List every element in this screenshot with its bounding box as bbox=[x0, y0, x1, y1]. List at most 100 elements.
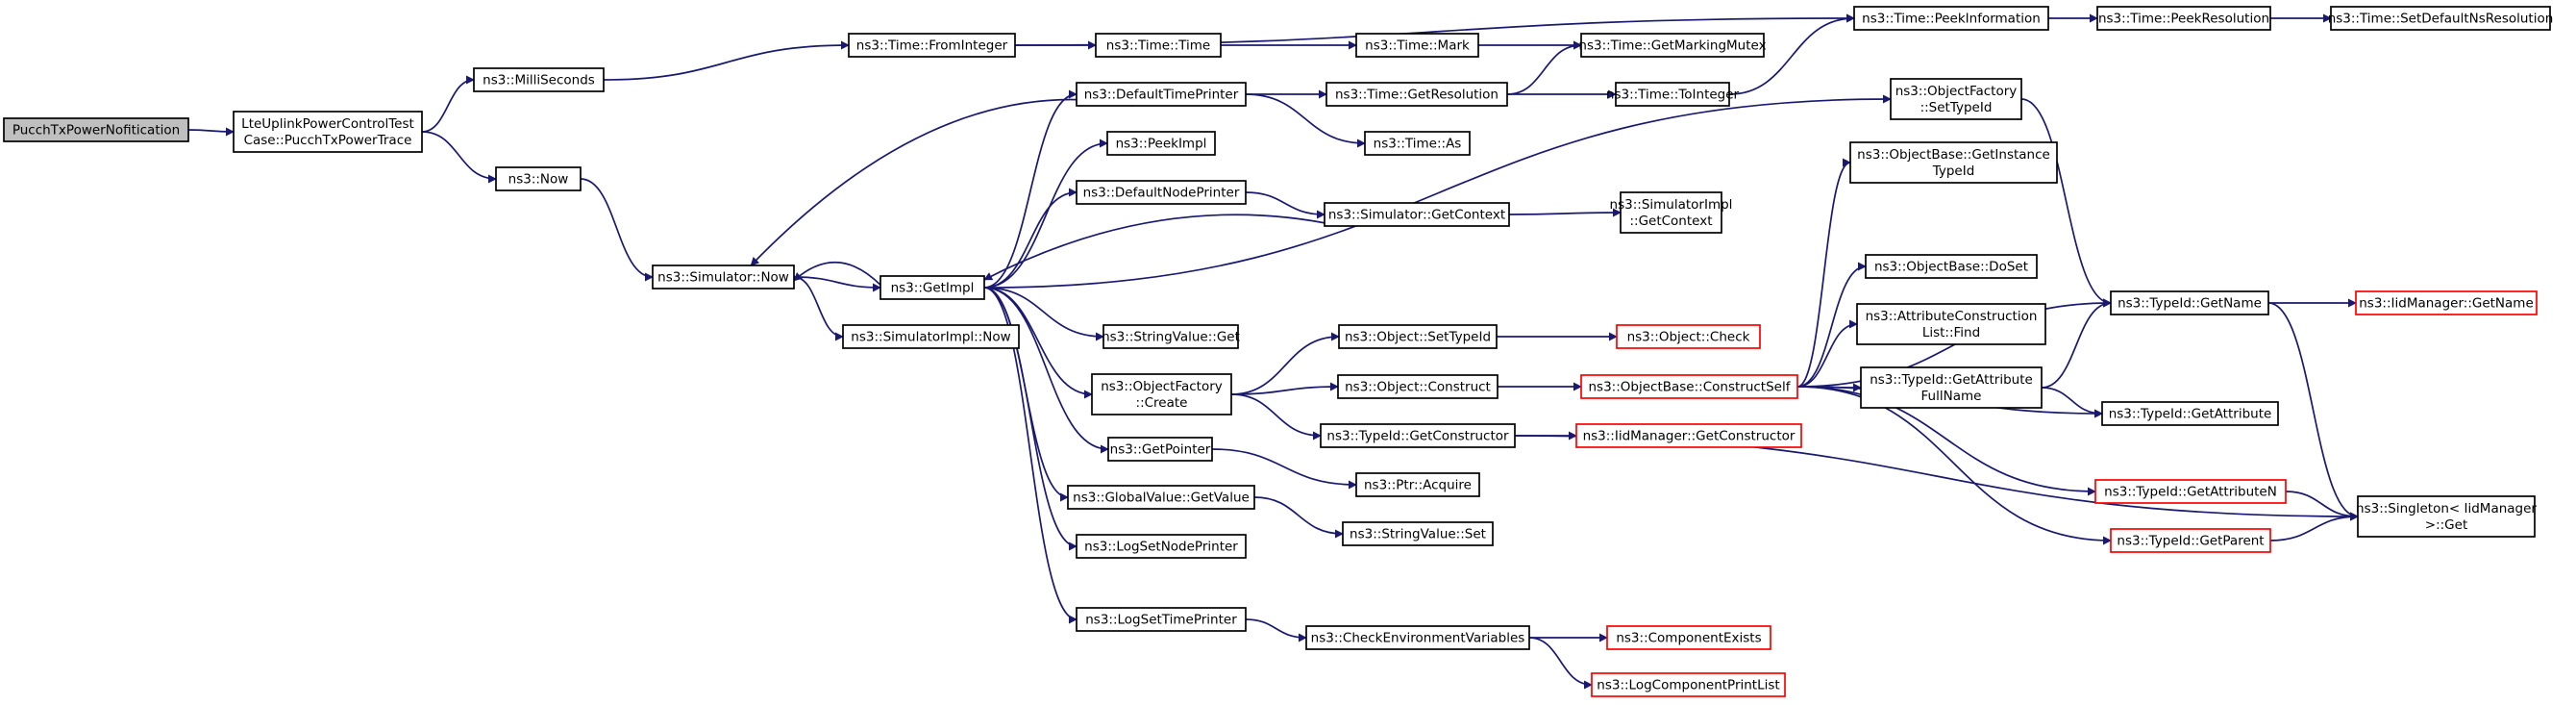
node-box[interactable] bbox=[1615, 82, 1730, 107]
node-box[interactable] bbox=[1320, 423, 1516, 448]
node-ns3-time-tointeger[interactable]: ns3::Time::ToInteger bbox=[1606, 82, 1740, 107]
node-ns3-typeid-getparent[interactable]: ns3::TypeId::GetParent bbox=[2110, 528, 2271, 553]
node-box[interactable] bbox=[1305, 625, 1530, 650]
node-box[interactable] bbox=[1616, 324, 1761, 349]
node-ns3-iidmanager-getconstructor[interactable]: ns3::IidManager::GetConstructor bbox=[1575, 423, 1802, 448]
node-ns3-now[interactable]: ns3::Now bbox=[495, 166, 582, 191]
node-ns3-globalvalue-getvalue[interactable]: ns3::GlobalValue::GetValue bbox=[1067, 485, 1255, 510]
node-box[interactable] bbox=[1067, 485, 1255, 510]
node-box[interactable] bbox=[842, 324, 1020, 349]
node-ns3-time-getmarkingmutex[interactable]: ns3::Time::GetMarkingMutex bbox=[1578, 33, 1767, 58]
node-ns3-milliseconds[interactable]: ns3::MilliSeconds bbox=[473, 67, 605, 92]
node-box[interactable] bbox=[2357, 495, 2536, 538]
node-ns3-typeid-getconstructor[interactable]: ns3::TypeId::GetConstructor bbox=[1320, 423, 1516, 448]
node-box[interactable] bbox=[1324, 202, 1510, 227]
node-box[interactable] bbox=[1338, 324, 1498, 349]
node-box[interactable] bbox=[2110, 290, 2269, 315]
node-ns3-objectbase-constructself[interactable]: ns3::ObjectBase::ConstructSelf bbox=[1580, 374, 1798, 399]
node-ns3-logsetnodeprinter[interactable]: ns3::LogSetNodePrinter bbox=[1076, 534, 1247, 559]
node-box[interactable] bbox=[1342, 521, 1494, 546]
node-box[interactable] bbox=[1106, 131, 1216, 156]
node-box[interactable] bbox=[1620, 191, 1722, 234]
node-ns3-objectfactory-settypeid[interactable]: ns3::ObjectFactory::SetTypeId bbox=[1890, 78, 2022, 120]
node-box[interactable] bbox=[1580, 33, 1765, 58]
node-ns3-object-check[interactable]: ns3::Object::Check bbox=[1616, 324, 1761, 349]
node-box[interactable] bbox=[2094, 479, 2287, 504]
node-ns3-time-setdefaultnsresolution[interactable]: ns3::Time::SetDefaultNsResolution bbox=[2328, 6, 2554, 31]
node-box[interactable] bbox=[1337, 374, 1499, 399]
node-ns3-time-as[interactable]: ns3::Time::As bbox=[1364, 131, 1471, 156]
node-box[interactable] bbox=[1107, 437, 1213, 462]
node-box[interactable] bbox=[2110, 528, 2271, 553]
node-ns3-iidmanager-getname[interactable]: ns3::IidManager::GetName bbox=[2355, 290, 2538, 315]
node-ns3-simulatorimpl-getcontext[interactable]: ns3::SimulatorImpl::GetContext bbox=[1610, 191, 1733, 234]
node-box[interactable] bbox=[1890, 78, 2022, 120]
node-ns3-ptr-acquire[interactable]: ns3::Ptr::Acquire bbox=[1355, 472, 1480, 497]
node-box[interactable] bbox=[652, 264, 795, 290]
node-box[interactable] bbox=[1355, 472, 1480, 497]
node-box[interactable] bbox=[1325, 82, 1508, 107]
node-box[interactable] bbox=[1095, 33, 1222, 58]
node-box[interactable] bbox=[848, 33, 1016, 58]
node-ns3-time-peekinformation[interactable]: ns3::Time::PeekInformation bbox=[1853, 6, 2049, 31]
node-ns3-simulator-now[interactable]: ns3::Simulator::Now bbox=[652, 264, 795, 290]
node-box[interactable] bbox=[1849, 141, 2058, 184]
node-ns3-componentexists[interactable]: ns3::ComponentExists bbox=[1606, 625, 1771, 650]
node-ns3-time-frominteger[interactable]: ns3::Time::FromInteger bbox=[848, 33, 1016, 58]
node-box[interactable] bbox=[473, 67, 605, 92]
node-ns3-typeid-getattribute[interactable]: ns3::TypeId::GetAttribute bbox=[2101, 401, 2279, 426]
node-ns3-objectbase-doset[interactable]: ns3::ObjectBase::DoSet bbox=[1865, 254, 2038, 279]
node-ns3-stringvalue-set[interactable]: ns3::StringValue::Set bbox=[1342, 521, 1494, 546]
node-box[interactable] bbox=[879, 275, 985, 300]
node-ns3-logcomponentprintlist[interactable]: ns3::LogComponentPrintList bbox=[1591, 672, 1786, 697]
node-box[interactable] bbox=[3, 117, 189, 142]
node-ns3-simulatorimpl-now[interactable]: ns3::SimulatorImpl::Now bbox=[842, 324, 1020, 349]
node-box[interactable] bbox=[1865, 254, 2038, 279]
node-lteuplinkpowercontroltest-case-pucchtxpowertrace[interactable]: LteUplinkPowerControlTestCase::PucchTxPo… bbox=[233, 111, 423, 153]
node-ns3-checkenvironmentvariables[interactable]: ns3::CheckEnvironmentVariables bbox=[1305, 625, 1530, 650]
node-ns3-objectfactory-create[interactable]: ns3::ObjectFactory::Create bbox=[1091, 373, 1232, 415]
node-box[interactable] bbox=[1076, 534, 1247, 559]
node-ns3-logsettimeprinter[interactable]: ns3::LogSetTimePrinter bbox=[1076, 607, 1247, 632]
node-box[interactable] bbox=[1076, 82, 1247, 107]
node-box[interactable] bbox=[495, 166, 582, 191]
node-ns3-defaulttimeprinter[interactable]: ns3::DefaultTimePrinter bbox=[1076, 82, 1247, 107]
node-box[interactable] bbox=[1575, 423, 1802, 448]
node-ns3-defaultnodeprinter[interactable]: ns3::DefaultNodePrinter bbox=[1076, 180, 1247, 205]
node-box[interactable] bbox=[1102, 324, 1239, 349]
node-box[interactable] bbox=[1355, 33, 1479, 58]
node-ns3-time-peekresolution[interactable]: ns3::Time::PeekResolution bbox=[2096, 6, 2271, 31]
node-ns3-time-mark[interactable]: ns3::Time::Mark bbox=[1355, 33, 1479, 58]
node-ns3-object-settypeid[interactable]: ns3::Object::SetTypeId bbox=[1338, 324, 1498, 349]
node-ns3-typeid-getname[interactable]: ns3::TypeId::GetName bbox=[2110, 290, 2269, 315]
node-box[interactable] bbox=[1853, 6, 2049, 31]
node-box[interactable] bbox=[1076, 607, 1247, 632]
node-box[interactable] bbox=[2330, 6, 2551, 31]
node-box[interactable] bbox=[1364, 131, 1471, 156]
node-box[interactable] bbox=[1860, 366, 2043, 409]
node-box[interactable] bbox=[2355, 290, 2538, 315]
node-ns3-getimpl[interactable]: ns3::GetImpl bbox=[879, 275, 985, 300]
node-ns3-stringvalue-get[interactable]: ns3::StringValue::Get bbox=[1102, 324, 1240, 349]
node-ns3-time-getresolution[interactable]: ns3::Time::GetResolution bbox=[1325, 82, 1508, 107]
node-ns3-simulator-getcontext[interactable]: ns3::Simulator::GetContext bbox=[1324, 202, 1510, 227]
node-box[interactable] bbox=[1076, 180, 1247, 205]
node-ns3-time-time[interactable]: ns3::Time::Time bbox=[1095, 33, 1222, 58]
node-pucchtxpowernofitication[interactable]: PucchTxPowerNofitication bbox=[3, 117, 189, 142]
node-ns3-object-construct[interactable]: ns3::Object::Construct bbox=[1337, 374, 1499, 399]
node-ns3-typeid-getattributen[interactable]: ns3::TypeId::GetAttributeN bbox=[2094, 479, 2287, 504]
node-box[interactable] bbox=[1606, 625, 1771, 650]
node-box[interactable] bbox=[1856, 303, 2046, 345]
node-box[interactable] bbox=[1091, 373, 1232, 415]
node-box[interactable] bbox=[1591, 672, 1786, 697]
node-ns3-peekimpl[interactable]: ns3::PeekImpl bbox=[1106, 131, 1216, 156]
node-box[interactable] bbox=[2101, 401, 2279, 426]
node-ns3-getpointer[interactable]: ns3::GetPointer bbox=[1107, 437, 1213, 462]
node-ns3-singleton-iidmanager-get[interactable]: ns3::Singleton< IidManager>::Get bbox=[2356, 495, 2537, 538]
node-box[interactable] bbox=[1580, 374, 1798, 399]
node-box[interactable] bbox=[233, 111, 423, 153]
node-box[interactable] bbox=[2096, 6, 2271, 31]
